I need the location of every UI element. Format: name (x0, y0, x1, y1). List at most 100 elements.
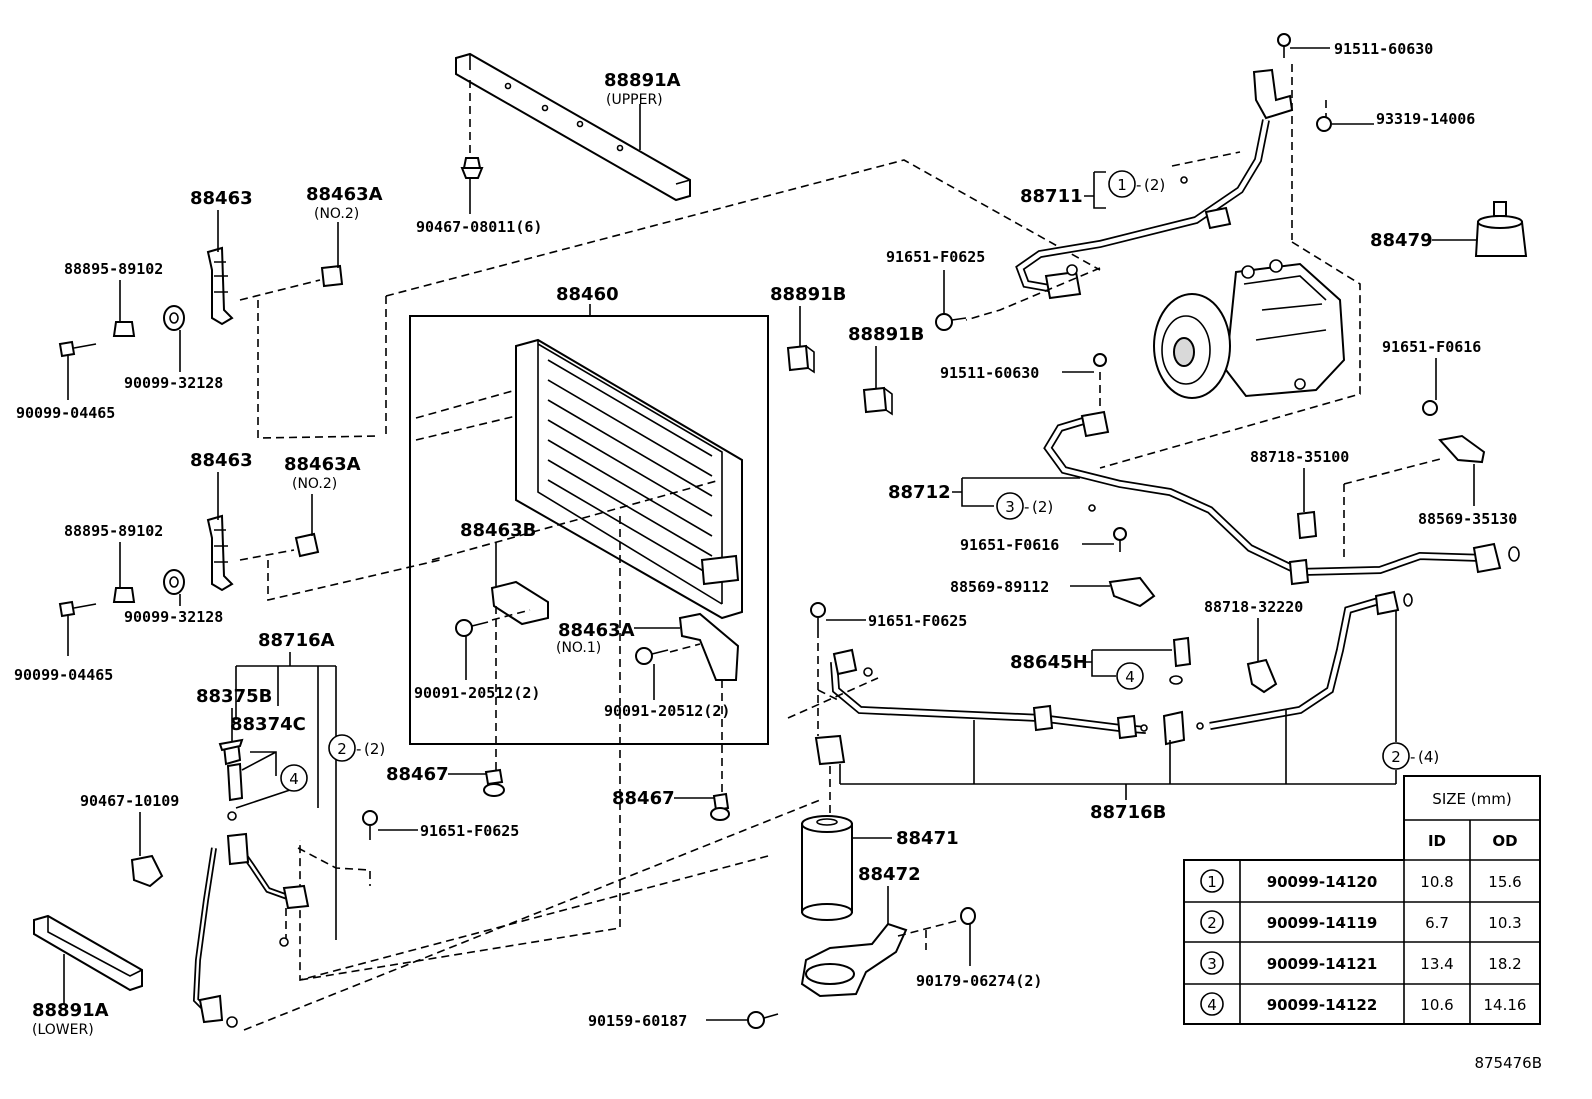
label-88467-a: 88467 (386, 764, 449, 785)
row1-od: 15.6 (1488, 873, 1521, 891)
label-91651-F0625-b: 91651-F0625 (886, 248, 985, 266)
note-lower: (LOWER) (32, 1022, 94, 1038)
clip-88467-b (710, 792, 730, 821)
grommet-88895-bottom (112, 587, 136, 603)
note-no2-top: (NO.2) (314, 206, 359, 222)
label-91651-F0625-c: 91651-F0625 (868, 612, 967, 630)
label-90179-06274: 90179-06274(2) (916, 972, 1042, 990)
switch-88645H (1172, 636, 1192, 668)
callout-1-dash: - (1136, 176, 1141, 194)
label-90467-10109: 90467-10109 (80, 792, 179, 810)
callout-3-qty: (2) (1032, 498, 1053, 516)
row2-ref: 2 (1207, 914, 1217, 932)
table-ref-circle (1200, 992, 1224, 1016)
label-88374C: 88374C (230, 714, 306, 735)
bolt-91511-60630-b (1093, 353, 1107, 367)
col-od: OD (1492, 832, 1517, 850)
row1-ref: 1 (1207, 873, 1217, 891)
row2-od: 10.3 (1488, 914, 1521, 932)
label-88460: 88460 (556, 284, 619, 305)
col-id: ID (1428, 832, 1446, 850)
callout-4-right (1116, 662, 1144, 690)
label-88463A-top: 88463A (306, 184, 383, 205)
clamp-90467-10109 (130, 854, 164, 888)
label-90159-60187: 90159-60187 (588, 1012, 687, 1030)
bolt-91651-F0625-a (362, 810, 378, 840)
callout-3-dash: - (1024, 498, 1029, 516)
label-88895-89102-top: 88895-89102 (64, 260, 163, 278)
note-no1: (NO.1) (556, 640, 601, 656)
label-90091-a: 90091-20512(2) (414, 684, 540, 702)
row3-id: 13.4 (1420, 955, 1453, 973)
label-88716B: 88716B (1090, 802, 1166, 823)
row1-id: 10.8 (1420, 873, 1453, 891)
label-91651-F0616-b: 91651-F0616 (960, 536, 1059, 554)
callout-3-num: 3 (1005, 498, 1015, 516)
cap-88479 (1474, 201, 1528, 257)
callout-1-qty: (2) (1144, 176, 1165, 194)
cap-88375B (218, 738, 244, 766)
label-93319-14006: 93319-14006 (1376, 110, 1475, 128)
label-88467-b: 88467 (612, 788, 675, 809)
label-90099-32128-top: 90099-32128 (124, 374, 223, 392)
bracket-88463B (490, 580, 549, 626)
row3-part: 90099-14121 (1267, 955, 1378, 973)
callout-2-left (328, 734, 356, 762)
label-88718-32220: 88718-32220 (1204, 598, 1303, 616)
bolt-90099-04465-bottom (58, 600, 97, 618)
grommet-90099-32128-bottom (163, 569, 185, 595)
table-ref-circle (1200, 951, 1224, 975)
condenser-frame (409, 315, 769, 745)
valve-core-88374C (226, 762, 244, 802)
pipe-88712 (1043, 410, 1520, 586)
bolt-90099-04465-top (58, 340, 97, 358)
callout-1-num: 1 (1117, 176, 1127, 194)
label-88479: 88479 (1370, 230, 1433, 251)
row2-part: 90099-14119 (1267, 914, 1378, 932)
label-88895-89102-bottom: 88895-89102 (64, 522, 163, 540)
pad-88891B-a (786, 344, 815, 374)
label-88569-35130: 88569-35130 (1418, 510, 1517, 528)
nut-90179-06274 (960, 907, 976, 925)
bracket-88569-89112 (1108, 576, 1156, 608)
callout-2-right-num: 2 (1391, 748, 1401, 766)
label-88891B-b: 88891B (848, 324, 924, 345)
bolt-91651-F0625-c (810, 602, 826, 630)
receiver-88471 (801, 815, 853, 921)
callout-2-right (1382, 742, 1410, 770)
lower-support-bar (33, 914, 143, 992)
callout-4-left-num: 4 (289, 770, 299, 788)
row2-id: 6.7 (1425, 914, 1449, 932)
size-table: SIZE (mm) ID OD 1 90099-14120 10.8 15.6 … (1183, 775, 1541, 1025)
label-88716A: 88716A (258, 630, 335, 651)
note-upper: (UPPER) (606, 92, 663, 108)
callout-2-left-num: 2 (337, 740, 347, 758)
bracket-88463A-top (320, 264, 344, 288)
row4-id: 10.6 (1420, 996, 1453, 1014)
clip-90467-08011 (460, 157, 484, 179)
label-88463A-no1: 88463A (558, 620, 635, 641)
bracket-88463-top (206, 246, 234, 326)
size-header: SIZE (mm) (1432, 790, 1511, 808)
condenser (515, 338, 743, 620)
label-90091-b: 90091-20512(2) (604, 702, 730, 720)
bolt-91651-F0616-a (1422, 400, 1438, 416)
bolt-91651-F0616-b (1113, 527, 1127, 552)
table-ref-circle (1200, 910, 1224, 934)
label-88463-bottom: 88463 (190, 450, 253, 471)
callout-4-left (280, 764, 308, 792)
label-88463-top: 88463 (190, 188, 253, 209)
row4-part: 90099-14122 (1267, 996, 1378, 1014)
label-88891A-lower: 88891A (32, 1000, 109, 1021)
compressor (1153, 259, 1346, 399)
label-88471: 88471 (896, 828, 959, 849)
label-88891B-a: 88891B (770, 284, 846, 305)
pipe-88716A (192, 832, 310, 1028)
bracket-88463-bottom (206, 514, 234, 592)
label-88712: 88712 (888, 482, 951, 503)
row3-ref: 3 (1207, 955, 1217, 973)
callout-2-left-qtyv: (2) (364, 740, 385, 758)
label-91651-F0616-a: 91651-F0616 (1382, 338, 1481, 356)
callout-1 (1108, 170, 1136, 198)
